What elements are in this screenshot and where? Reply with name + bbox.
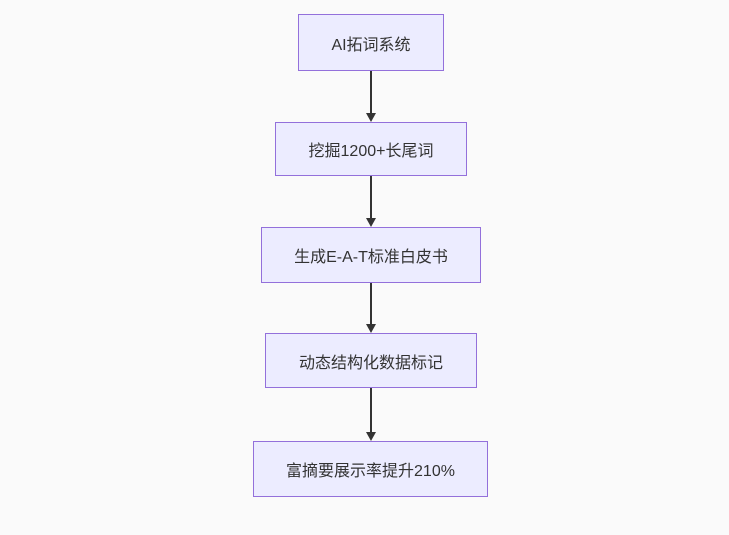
flowchart-arrow-3 [366, 283, 376, 333]
flowchart-node-ai-keyword-system: AI拓词系统 [298, 14, 444, 71]
arrow-head-icon [366, 432, 376, 441]
arrow-head-icon [366, 218, 376, 227]
flowchart-arrow-1 [366, 71, 376, 122]
arrow-head-icon [366, 324, 376, 333]
flowchart-arrow-2 [366, 176, 376, 227]
flowchart-node-longtail-mining: 挖掘1200+长尾词 [275, 122, 467, 176]
arrow-shaft [370, 283, 372, 324]
arrow-shaft [370, 176, 372, 218]
arrow-shaft [370, 388, 372, 432]
flowchart-node-rich-snippet-uplift: 富摘要展示率提升210% [253, 441, 488, 497]
flowchart-arrow-4 [366, 388, 376, 441]
flowchart-node-structured-data-markup: 动态结构化数据标记 [265, 333, 477, 388]
arrow-head-icon [366, 113, 376, 122]
flowchart-node-eat-whitepaper: 生成E-A-T标准白皮书 [261, 227, 481, 283]
arrow-shaft [370, 71, 372, 113]
node-label: 富摘要展示率提升210% [286, 463, 455, 480]
node-label: 挖掘1200+长尾词 [308, 143, 434, 160]
node-label: 生成E-A-T标准白皮书 [294, 249, 448, 266]
node-label: AI拓词系统 [331, 36, 411, 54]
node-label: 动态结构化数据标记 [298, 354, 443, 372]
